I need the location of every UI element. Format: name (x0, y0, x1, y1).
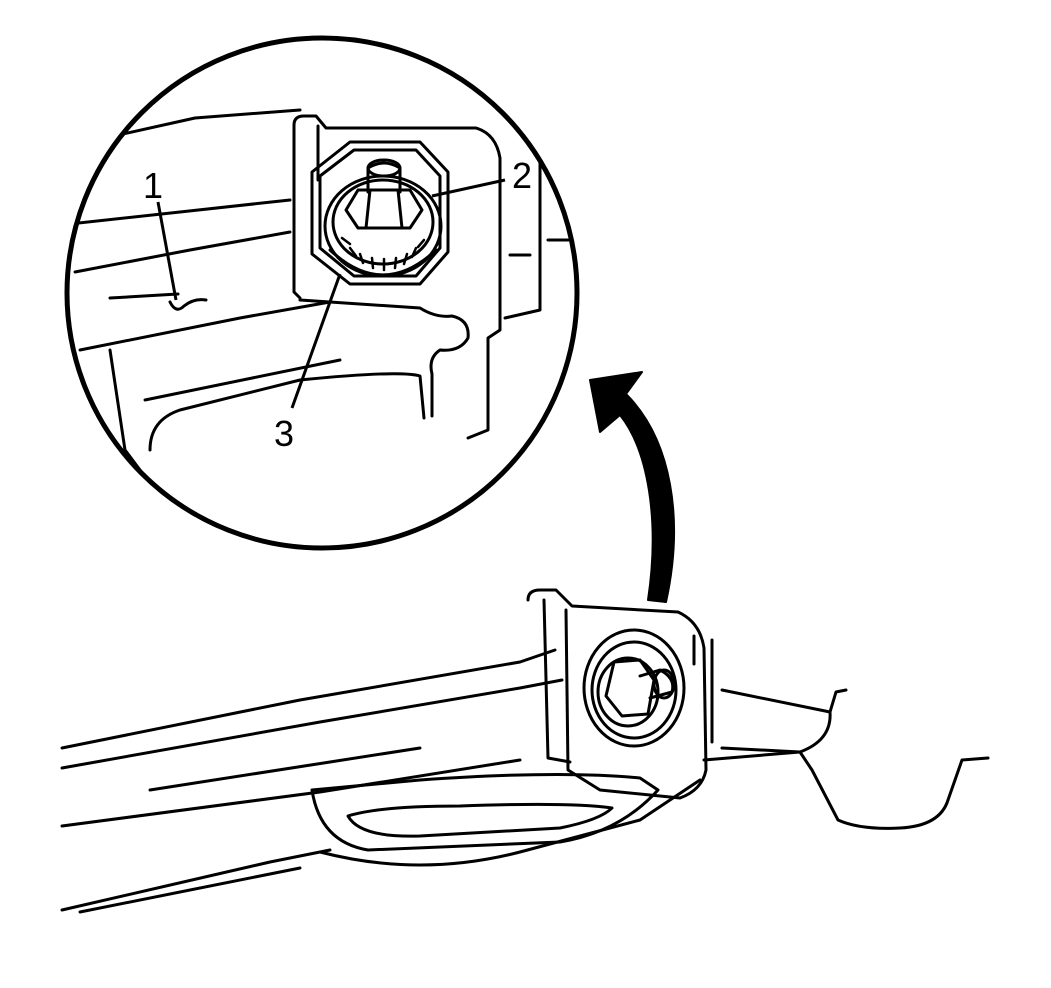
callout-1-leader (156, 201, 178, 301)
bracket-inner-wall (542, 598, 572, 764)
control-arm-edge-2 (60, 678, 564, 770)
cam-washer (582, 628, 686, 748)
control-arm-edge-6 (78, 866, 302, 914)
callout-1: 1 (143, 165, 163, 206)
control-arm-bushing-pocket (310, 772, 660, 852)
callout-2-leader (431, 178, 506, 198)
detail-magnifier-circle (64, 35, 580, 551)
detail-cam-washer-inner (331, 178, 435, 266)
bolt-tip (652, 668, 676, 700)
detail-arm-top-edge (67, 108, 302, 150)
detail-arm-edge-2 (67, 198, 292, 227)
side-member-line (702, 750, 802, 762)
detail-hex-nut-face-2 (396, 188, 404, 230)
detail-octagon-washer-inner (318, 148, 442, 278)
detail-reference-mark (168, 298, 208, 311)
detail-view: 1 2 3 (64, 35, 580, 551)
control-arm-bushing-pocket-inner (346, 802, 614, 838)
control-arm-edge-3 (148, 746, 422, 792)
frame-bracket (828, 688, 848, 714)
callout-2: 2 (512, 155, 532, 196)
callout-3: 3 (274, 413, 294, 454)
detail-lower-shell-inner (148, 372, 426, 452)
curved-arrow-icon (589, 371, 675, 603)
detail-hex-nut-face-1 (364, 188, 372, 230)
hex-nut (604, 658, 656, 718)
detail-arm-lower-line (108, 292, 180, 300)
control-arm-edge-5 (60, 848, 332, 912)
control-arm-top-edge (60, 648, 557, 750)
detail-side-member (503, 148, 542, 320)
frame-bracket-lower (798, 750, 990, 830)
detail-arm-edge-3 (73, 230, 292, 274)
detail-bracket (292, 114, 502, 440)
side-member-2 (720, 688, 832, 754)
cam-washer-rim (596, 656, 660, 728)
detail-arm-lower-edge (78, 300, 332, 352)
detail-bolt-tip (366, 158, 402, 178)
cam-washer-inner (590, 640, 678, 740)
bracket-outline (526, 588, 708, 800)
control-arm-lower-flange (318, 778, 702, 867)
detail-serrations (340, 236, 426, 272)
detail-hex-nut (344, 188, 424, 230)
control-arm-edge-4 (60, 758, 522, 828)
overview-view (60, 588, 990, 914)
detail-cam-lower-arc (328, 248, 438, 277)
detail-lower-housing (298, 298, 470, 418)
callout-3-leader (290, 273, 342, 409)
detail-octagon-washer (310, 140, 450, 286)
detail-bracket-left-wall (292, 123, 302, 300)
